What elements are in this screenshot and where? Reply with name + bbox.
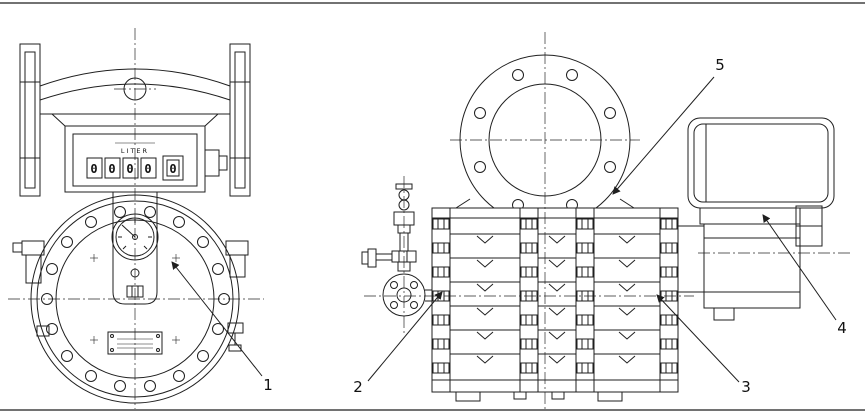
side-view-centerlines <box>364 32 850 409</box>
inlet-pipe <box>39 68 231 127</box>
counter-register: LITER 0 0 0 0 0 <box>64 125 228 193</box>
callout-5: 5 <box>715 56 725 74</box>
counter-digit-5: 0 <box>169 162 176 176</box>
drive-coupling <box>677 225 705 293</box>
callout-1: 1 <box>263 376 273 394</box>
nameplate <box>107 331 163 355</box>
hex-bolt <box>126 285 144 298</box>
callouts: 1 2 3 4 5 <box>171 56 847 396</box>
foot-left <box>455 391 481 402</box>
inlet-flange-right <box>229 43 251 197</box>
counter-digit-3: 0 <box>126 162 133 176</box>
meter-body-side <box>431 207 679 402</box>
callout-2: 2 <box>353 378 363 396</box>
callout-leader-lines <box>171 76 837 383</box>
counter-digit-4: 0 <box>144 162 151 176</box>
meter-front-cover <box>30 194 240 404</box>
counter-digit-2: 0 <box>108 162 115 176</box>
body-rib-rows <box>449 233 661 364</box>
index-housing <box>677 117 835 321</box>
top-flange <box>459 54 631 208</box>
counter-unit-label: LITER <box>121 147 149 155</box>
side-fitting-left <box>12 240 50 337</box>
tapping-valve-assembly <box>361 183 432 317</box>
cover-cross-marks <box>90 254 180 344</box>
flange-neck <box>455 198 635 209</box>
side-fitting-right <box>225 240 249 352</box>
tapping-flange <box>382 273 426 317</box>
pulse-output-port <box>204 149 220 177</box>
inlet-flange-left <box>19 43 41 197</box>
callout-4: 4 <box>837 319 847 337</box>
side-view <box>361 32 850 409</box>
gauge-assembly <box>111 192 159 305</box>
index-head-box <box>687 117 835 209</box>
pressure-gauge <box>111 213 159 261</box>
foot-right <box>597 391 623 402</box>
front-view: LITER 0 0 0 0 0 <box>8 28 264 409</box>
counter-digit-1: 0 <box>90 162 97 176</box>
pipe-eyebolt-hole <box>123 77 147 101</box>
callout-3: 3 <box>741 378 751 396</box>
